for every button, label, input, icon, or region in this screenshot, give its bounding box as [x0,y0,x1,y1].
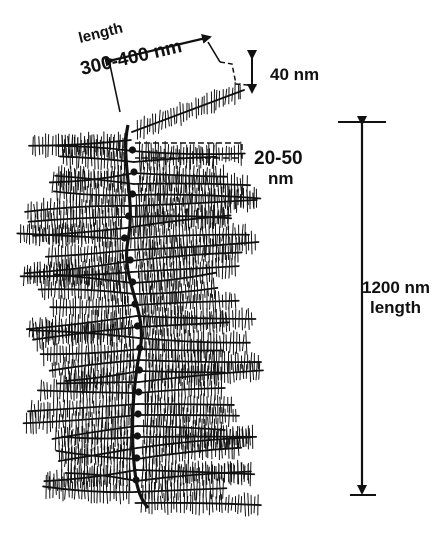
aggregate-length-dimension: 1200 nm length [338,122,430,495]
monomer-length-dimension: length 300-400 nm [77,19,220,112]
spacing-unit-label: nm [268,169,294,188]
thickness-label: 40 nm [270,65,319,84]
total-length-word-label: length [370,298,421,317]
total-length-value-label: 1200 nm [362,278,430,297]
length-word-label: length [77,19,125,46]
proteoglycan-monomers [17,82,263,516]
spacing-value-label: 20-50 [254,148,303,169]
